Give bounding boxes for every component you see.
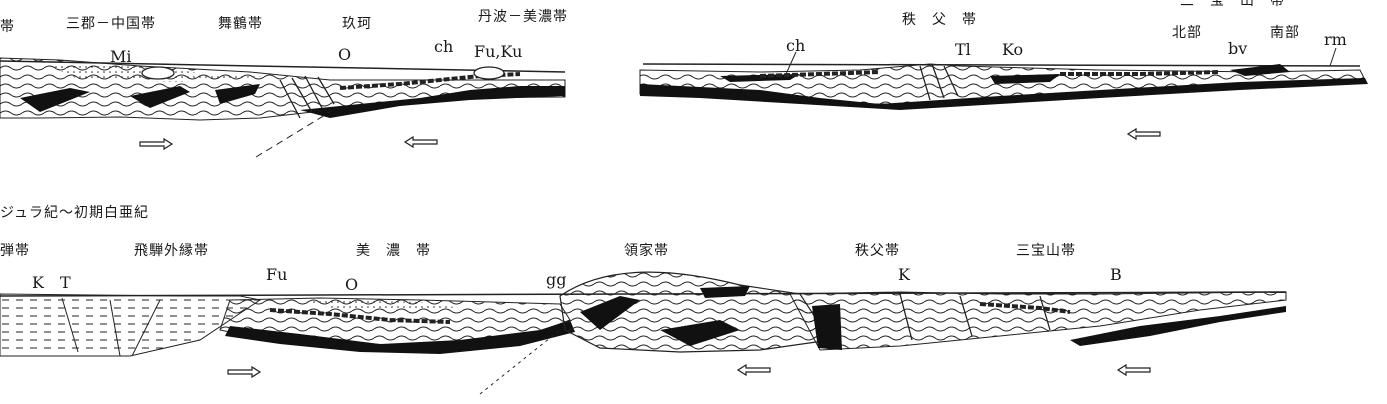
lower-dotted-fault — [479, 329, 561, 395]
upper-left-seamount — [473, 66, 505, 80]
lower-mino-black-slab — [225, 320, 575, 354]
upper-right-leader-ch — [785, 51, 797, 75]
upper-left-dashed-fault — [255, 111, 331, 158]
label-o-upper: O — [338, 45, 352, 64]
upper-right-black-lens — [1230, 64, 1290, 76]
upper-left-black-lens — [130, 86, 190, 108]
upper-right-arrow-left — [1126, 127, 1161, 141]
upper-right-black-lens — [990, 74, 1060, 84]
label-maizuru-belt: 舞鶴帯 — [218, 16, 263, 32]
label-lower-caption: ジュラ紀～初期白亜紀 — [0, 205, 150, 221]
label-b: B — [1110, 265, 1122, 284]
lower-ryoke-black — [700, 286, 750, 298]
upper-left-thrust-slices — [279, 75, 335, 119]
label-ch-upper-right: ch — [786, 36, 806, 55]
label-fu-ku: Fu,Ku — [474, 42, 523, 61]
upper-left-seamount — [141, 66, 175, 80]
label-tamba-mino-belt: 丹波－美濃帯 — [478, 9, 568, 25]
lower-ryoke-black — [660, 320, 740, 346]
upper-right-black-slab — [640, 78, 1368, 110]
label-gg: gg — [546, 270, 567, 289]
label-chichibu-belt-lower: 秩父帯 — [855, 243, 900, 259]
lower-chichibu-black-slab — [1070, 306, 1286, 346]
label-ryoke-belt: 領家帯 — [624, 243, 669, 259]
label-k-left: K — [32, 273, 44, 292]
label-hokubu: 北部 — [1172, 25, 1202, 41]
label-mino-belt: 美 濃 帯 — [356, 243, 431, 259]
label-ko: Ko — [1002, 40, 1024, 59]
lower-arrow-left — [1116, 363, 1151, 377]
lower-chichibu-wedge — [789, 291, 1287, 351]
label-bv: bv — [1228, 39, 1248, 58]
upper-left-black-lens — [215, 84, 260, 104]
lower-arrow-right — [227, 365, 262, 379]
label-mi: Mi — [110, 47, 132, 66]
label-nanbu: 南部 — [1270, 25, 1300, 41]
upper-left-section — [0, 57, 566, 158]
label-fu-lower: Fu — [266, 265, 288, 284]
label-belt-edge-lower: 弾帯 — [0, 243, 30, 259]
upper-left-arrow-left — [403, 135, 438, 149]
label-sambosan-belt-lower: 三宝山帯 — [1016, 243, 1076, 259]
lower-mino-chert-chain — [269, 308, 451, 324]
lower-chichibu-chert-chain — [979, 302, 1071, 314]
lower-left-block — [0, 293, 262, 357]
upper-right-chert-chain — [759, 70, 881, 78]
upper-right-chert-chain — [1060, 70, 1221, 76]
upper-right-section — [639, 47, 1368, 141]
lower-chichibu-black — [812, 304, 842, 350]
label-k-right: K — [898, 265, 910, 284]
upper-left-arrow-right — [139, 137, 174, 151]
lower-chichibu-thrusts — [899, 293, 1051, 341]
label-rm: rm — [1324, 30, 1347, 49]
upper-left-black-slab — [300, 86, 565, 118]
upper-right-thrust-slices — [919, 63, 959, 101]
lower-arrow-left — [736, 363, 771, 377]
upper-right-surface-line — [642, 63, 1361, 67]
lower-mino-dotted — [300, 300, 460, 310]
upper-left-black-lens — [20, 88, 90, 112]
lower-ryoke-dome — [559, 271, 832, 353]
label-sangun-chugoku-belt: 三郡－中国帯 — [66, 16, 156, 32]
label-chichibu-belt-upper: 秩 父 帯 — [902, 12, 977, 28]
label-kuga: 玖珂 — [342, 16, 372, 32]
upper-right-leader-rm — [1329, 47, 1337, 67]
label-t-left: T — [60, 273, 71, 292]
label-ch-upper-left: ch — [434, 37, 454, 56]
lower-ryoke-black — [580, 296, 640, 330]
label-sambosan-belt-upper: 三 宝 山 帯 — [1180, 0, 1285, 9]
label-o-lower: O — [345, 275, 359, 294]
label-hida-gaien-belt: 飛騨外縁帯 — [134, 243, 209, 259]
label-belt-edge-upper: 帯 — [0, 19, 15, 35]
label-tl: Tl — [955, 40, 971, 59]
lower-section — [0, 271, 1287, 395]
lower-left-faults — [61, 297, 161, 357]
